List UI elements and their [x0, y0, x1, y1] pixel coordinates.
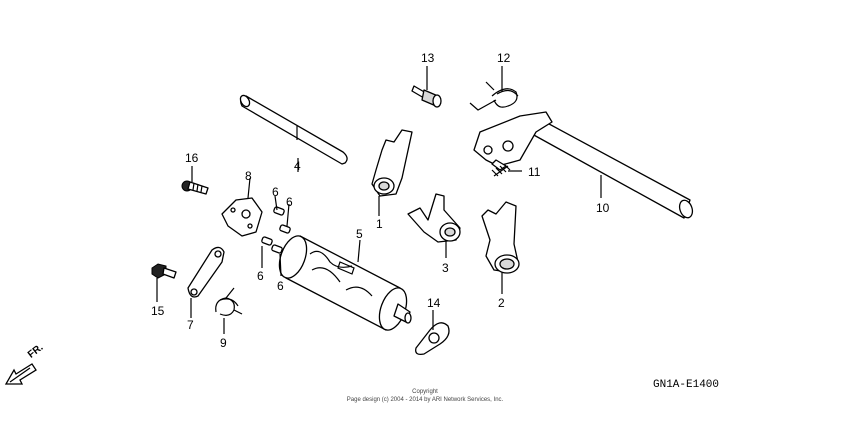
part-8-stopper-plate[interactable]: [221, 197, 263, 237]
callout-6: 6: [277, 279, 284, 293]
part-10-gearshift-spindle[interactable]: [473, 111, 695, 220]
diagram-code: GN1A-E1400: [653, 379, 720, 391]
part-11-spring[interactable]: [491, 163, 511, 177]
part-4-fork-shaft[interactable]: [239, 94, 348, 165]
callout-12: 12: [497, 51, 511, 65]
callout-3: 3: [442, 261, 449, 275]
part-16-bolt[interactable]: [181, 180, 209, 195]
part-7-stopper-arm[interactable]: [187, 246, 225, 298]
callout-16: 16: [185, 151, 199, 165]
part-14-plate[interactable]: [415, 322, 450, 356]
part-5-shift-drum[interactable]: [274, 232, 412, 334]
part-13-bolt[interactable]: [411, 85, 442, 108]
leader-lines: [156, 66, 602, 334]
callout-7: 7: [187, 318, 194, 332]
callout-9: 9: [220, 336, 227, 350]
copyright-line-2: Page design (c) 2004 - 2014 by ARI Netwo…: [346, 397, 504, 403]
part-12-spring[interactable]: [469, 81, 519, 111]
front-direction-arrow: [4, 363, 37, 385]
callout-6: 6: [286, 195, 293, 209]
callout-13: 13: [421, 51, 435, 65]
part-1-shift-fork[interactable]: [371, 129, 413, 197]
callout-2: 2: [498, 296, 505, 310]
callout-10: 10: [596, 201, 610, 215]
part-3-shift-fork[interactable]: [407, 193, 461, 243]
callout-5: 5: [356, 227, 363, 241]
callout-6: 6: [257, 269, 264, 283]
part-15-bolt[interactable]: [151, 263, 177, 279]
callout-8: 8: [245, 169, 252, 183]
callout-4: 4: [294, 159, 301, 173]
callout-6: 6: [272, 185, 279, 199]
callout-14: 14: [427, 296, 441, 310]
part-2-shift-fork[interactable]: [481, 201, 520, 274]
callout-1: 1: [376, 217, 383, 231]
copyright-line-1: Copyright: [412, 389, 438, 395]
callout-11: 11: [528, 165, 541, 179]
part-9-spring[interactable]: [215, 287, 243, 316]
callout-15: 15: [151, 304, 165, 318]
